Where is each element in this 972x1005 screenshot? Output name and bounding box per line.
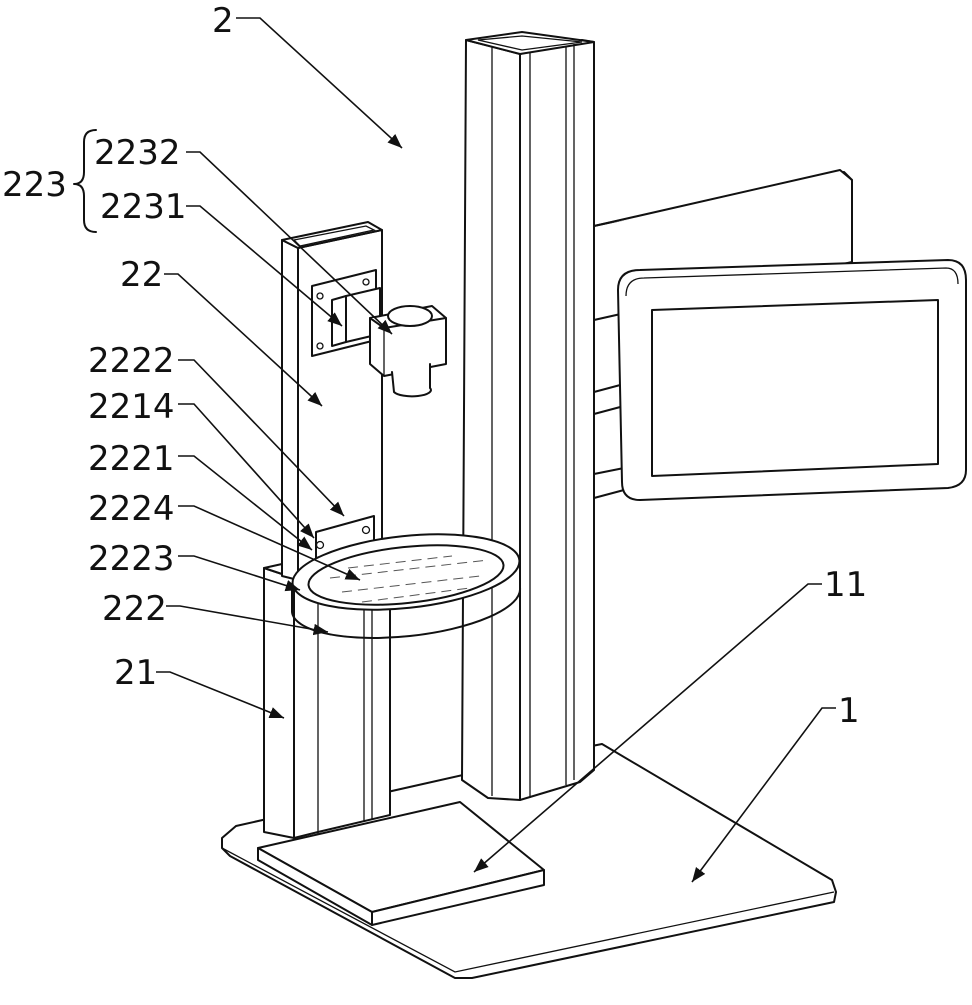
monitor	[618, 260, 966, 500]
label-22: 22	[120, 255, 163, 295]
label-2224: 2224	[88, 489, 175, 529]
label-223: 223	[2, 165, 67, 205]
main-column	[462, 32, 594, 800]
label-brace	[74, 130, 96, 232]
label-1: 1	[838, 691, 860, 731]
label-2221: 2221	[88, 439, 175, 479]
leader-2	[236, 18, 402, 148]
label-11: 11	[824, 565, 867, 605]
label-2231: 2231	[100, 187, 187, 227]
label-2: 2	[212, 1, 234, 41]
label-21: 21	[114, 653, 157, 693]
label-2223: 2223	[88, 539, 175, 579]
label-2232: 2232	[94, 133, 181, 173]
label-2222: 2222	[88, 341, 175, 381]
label-222: 222	[102, 589, 167, 629]
label-2214: 2214	[88, 387, 175, 427]
